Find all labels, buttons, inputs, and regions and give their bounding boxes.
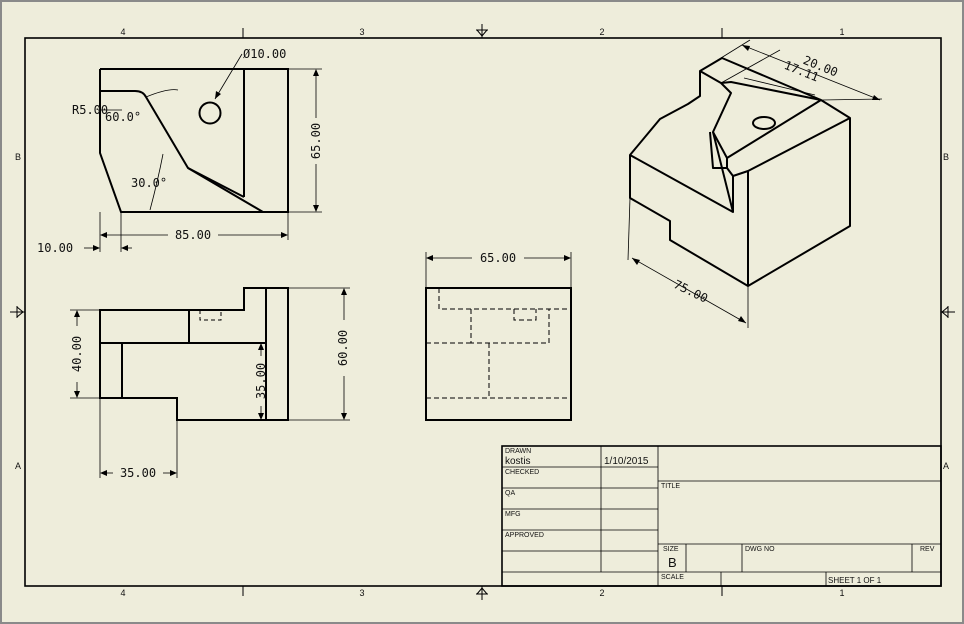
- dim-radius: R5.00: [72, 103, 108, 117]
- top-view-hole: [198, 101, 222, 125]
- top-view-outline: [99, 68, 289, 213]
- zone-label-top-2: 2: [599, 27, 604, 37]
- center-mark-right: [941, 306, 955, 318]
- top-view-bottom-diag: [187, 167, 245, 198]
- iso-slot-inner: [709, 131, 727, 169]
- tb-qa-label: QA: [505, 490, 515, 497]
- side-view: [425, 252, 572, 421]
- tb-checked-label: CHECKED: [505, 469, 539, 476]
- dim-width-35: 35.00: [120, 466, 156, 480]
- zone-label-top-3: 3: [359, 27, 364, 37]
- iso-front-face-edge: [732, 170, 749, 286]
- iso-hole: [752, 116, 776, 130]
- front-view: [70, 287, 350, 478]
- side-view-hidden-lines: [426, 288, 571, 399]
- iso-right-block-front: [726, 158, 734, 177]
- iso-slot-wall: [712, 131, 728, 159]
- tb-size-label: SIZE: [663, 546, 679, 553]
- zone-label-bottom-3: 3: [359, 588, 364, 598]
- tb-dwg-no-label: DWG NO: [745, 546, 775, 553]
- isometric-view: [627, 39, 883, 328]
- iso-back-edge: [720, 81, 822, 101]
- iso-top-slot: [699, 70, 734, 213]
- center-mark-left: [10, 306, 25, 318]
- tb-drawn-label: DRAWN: [505, 448, 531, 455]
- iso-right-block-top: [747, 117, 851, 172]
- dim-iso-75: 75.00: [671, 277, 710, 305]
- top-view: [84, 53, 322, 252]
- tb-sheet-text: SHEET 1 OF 1: [828, 576, 882, 585]
- iso-silhouette: [629, 57, 851, 287]
- tb-drawn-by: kostis: [505, 456, 531, 467]
- title-block: [501, 445, 942, 587]
- zone-label-left-a: A: [15, 461, 21, 471]
- dim-angle-30: 30.0°: [131, 176, 167, 190]
- zone-label-top-1: 1: [839, 27, 844, 37]
- dim-angle-60: 60.0°: [105, 110, 141, 124]
- tb-mfg-label: MFG: [505, 511, 521, 518]
- zone-label-right-a: A: [943, 461, 949, 471]
- centering-marks: [10, 24, 955, 600]
- dim-width-85: 85.00: [175, 228, 211, 242]
- front-view-outline: [99, 287, 289, 421]
- front-view-hidden-hole: [199, 310, 222, 321]
- tb-size-value: B: [668, 555, 677, 570]
- zone-label-bottom-1: 1: [839, 588, 844, 598]
- dim-hole-diameter: Ø10.00: [243, 47, 286, 61]
- zone-label-bottom-4: 4: [120, 588, 125, 598]
- dim-height-40: 40.00: [70, 336, 84, 372]
- iso-left-face-edge: [629, 154, 734, 213]
- dim-width-65: 65.00: [480, 251, 516, 265]
- tb-scale-label: SCALE: [661, 574, 684, 581]
- side-view-outline: [425, 287, 572, 421]
- dim-offset-10: 10.00: [37, 241, 73, 255]
- tb-rev-label: REV: [920, 546, 935, 553]
- dim-height-65: 65.00: [309, 123, 323, 159]
- drawing-border: [24, 37, 942, 587]
- tb-approved-label: APPROVED: [505, 532, 544, 539]
- zone-label-right-b: B: [943, 152, 949, 162]
- tb-title-label: TITLE: [661, 483, 680, 490]
- zone-label-left-b: B: [15, 152, 21, 162]
- zone-label-top-4: 4: [120, 27, 125, 37]
- zone-label-bottom-2: 2: [599, 588, 604, 598]
- center-mark-bottom: [476, 586, 488, 600]
- dim-height-60: 60.00: [336, 330, 350, 366]
- dim-height-35: 35.00: [254, 363, 268, 399]
- tb-drawn-date: 1/10/2015: [604, 456, 649, 467]
- center-mark-top: [476, 24, 488, 38]
- iso-right-block-back: [726, 99, 822, 159]
